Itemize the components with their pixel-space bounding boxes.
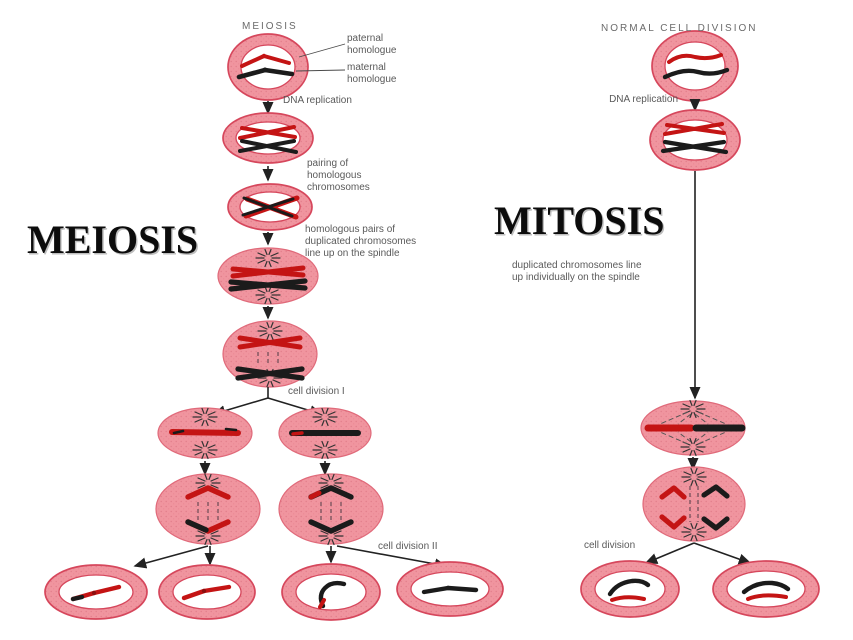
meiosis-gamete-2 <box>158 564 256 620</box>
meiosis-column-title: MEIOSIS <box>242 21 298 32</box>
mitosis-cell-interphase <box>651 30 739 102</box>
fork-cell-division-2-left <box>133 545 216 569</box>
maternal-chromosome-black <box>236 67 295 80</box>
mitosis-daughter-1 <box>580 560 680 618</box>
label-meiosis-lineup: homologous pairs of duplicated chromosom… <box>305 224 417 259</box>
mitosis-cell-replicated <box>649 109 741 171</box>
meiosis-gamete-1 <box>44 564 148 620</box>
label-cell-division-1: cell division I <box>288 386 345 397</box>
mitosis-big-heading: MITOSIS <box>494 198 665 243</box>
leader-line-maternal <box>295 69 346 72</box>
meiosis-cell-metaphase2-right <box>278 407 372 460</box>
mitosis-daughter-2 <box>712 560 820 618</box>
meiosis-gamete-4 <box>396 561 504 617</box>
meiosis-big-heading: MEIOSIS <box>27 217 199 262</box>
meiosis-cell-metaphase1 <box>217 247 319 305</box>
meiosis-cell-pairing <box>227 183 313 231</box>
label-cell-division-2: cell division II <box>378 541 438 552</box>
paternal-chromosome-red <box>240 53 291 68</box>
mitosis-cell-metaphase <box>640 399 746 457</box>
label-mitosis-dna-replication: DNA replication <box>609 94 678 105</box>
meiosis-cell-replicated <box>222 112 314 164</box>
meiosis-cell-metaphase2-left <box>157 407 253 460</box>
fork-cell-division-2-right <box>325 545 448 570</box>
meiosis-cell-anaphase1 <box>222 320 318 388</box>
leader-line-paternal <box>298 43 346 58</box>
meiosis-gamete-3 <box>281 563 381 621</box>
label-meiosis-dna-replication: DNA replication <box>283 95 352 106</box>
mitosis-cell-anaphase <box>642 466 746 542</box>
mitosis-column-title: NORMAL CELL DIVISION <box>601 23 758 34</box>
fork-mitosis-cell-division <box>644 542 752 565</box>
label-mitosis-cell-division: cell division <box>584 540 636 551</box>
label-pairing-homologous: pairing of homologous chromosomes <box>307 158 370 193</box>
label-mitosis-lineup: duplicated chromosomes line up individua… <box>512 260 642 283</box>
meiosis-cell-anaphase2-right <box>278 473 384 546</box>
label-maternal-homologue: maternal homologue <box>347 62 397 85</box>
meiosis-cell-interphase <box>227 33 309 101</box>
label-paternal-homologue: paternal homologue <box>347 33 397 56</box>
meiosis-cell-anaphase2-left <box>155 473 261 546</box>
